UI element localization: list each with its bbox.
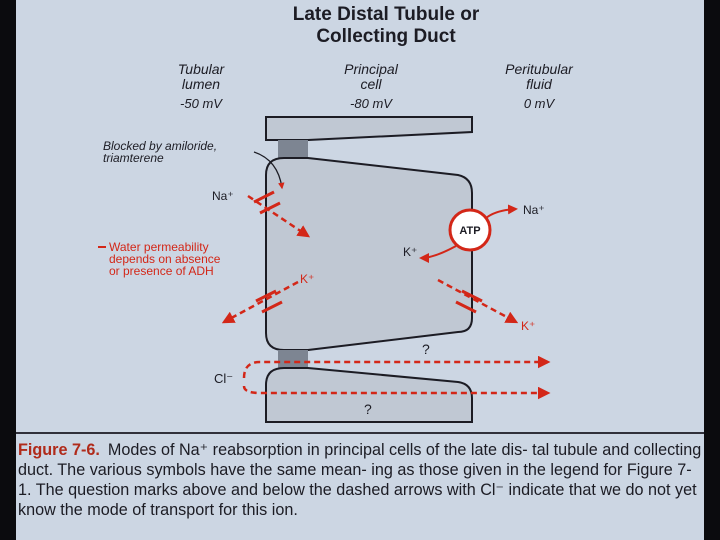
figure-title-line1: Late Distal Tubule or	[292, 4, 480, 25]
cl-label: Cl⁻	[214, 371, 234, 386]
figure-title-line2: Collecting Duct	[316, 26, 456, 47]
principal-cell-header: Principal cell -80 mV	[316, 61, 426, 112]
tubular-lumen-potential: -50 mV	[180, 96, 222, 111]
figure-panel: Late Distal Tubule or Collecting Duct Tu…	[16, 0, 704, 540]
na-lumen-label: Na⁺	[212, 189, 234, 203]
cl-paracellular-routes	[242, 355, 551, 400]
tight-junction-lower	[278, 350, 308, 368]
k-basolateral-label: K⁺	[521, 319, 536, 333]
pump-k-in-arrow	[419, 245, 457, 263]
k-pump-label: K⁺	[403, 245, 418, 259]
caption-text: Modes of Na⁺ reabsorption in principal c…	[18, 441, 702, 519]
peritubular-fluid-label-line1: Peritubular	[505, 61, 573, 77]
tubular-lumen-label-line1: Tubular	[177, 61, 225, 77]
water-note-line2: depends on absence	[109, 252, 221, 266]
principal-cell-label-line2: cell	[360, 76, 382, 92]
figure-caption: Figure 7-6.Modes of Na⁺ reabsorption in …	[18, 440, 702, 538]
peritubular-fluid-potential: 0 mV	[523, 96, 555, 111]
blocked-label-line1: Blocked by amiloride,	[103, 139, 218, 153]
tight-junction-upper	[278, 140, 308, 158]
water-note-line1: Water permeability	[109, 240, 209, 254]
blocked-label-line2: triamterene	[103, 151, 164, 165]
blocked-by-amiloride-label: Blocked by amiloride, triamterene	[103, 140, 283, 164]
upper-cell-fragment	[265, 116, 473, 141]
k-channel-apical	[221, 280, 299, 324]
principal-cell-diagram	[98, 116, 551, 423]
principal-cell-body	[265, 157, 473, 351]
question-mark-lower: ?	[364, 401, 372, 417]
k-lumen-label: K⁺	[300, 272, 315, 286]
tubular-lumen-label-line2: lumen	[181, 76, 221, 92]
peritubular-fluid-header: Peritubular fluid 0 mV	[484, 61, 594, 112]
lower-cell-fragment	[265, 367, 473, 423]
principal-cell-label-line1: Principal	[344, 61, 398, 77]
caption-divider	[16, 432, 704, 434]
na-k-atpase-pump	[419, 204, 518, 263]
na-peritubular-label: Na⁺	[523, 203, 545, 217]
water-note-line3: or presence of ADH	[109, 264, 214, 278]
na-channel-apical	[247, 190, 311, 238]
pump-na-out-arrow	[485, 204, 518, 219]
question-mark-upper: ?	[422, 341, 430, 357]
atp-label: ATP	[459, 225, 481, 237]
water-permeability-note: Water permeability depends on absence or…	[109, 241, 269, 277]
caption-figure-label: Figure 7-6.	[18, 441, 100, 459]
principal-cell-potential: -80 mV	[350, 96, 392, 111]
k-channel-basolateral	[437, 278, 519, 324]
peritubular-fluid-label-line2: fluid	[526, 76, 552, 92]
amiloride-pointer	[253, 151, 285, 190]
tubular-lumen-header: Tubular lumen -50 mV	[156, 61, 246, 112]
